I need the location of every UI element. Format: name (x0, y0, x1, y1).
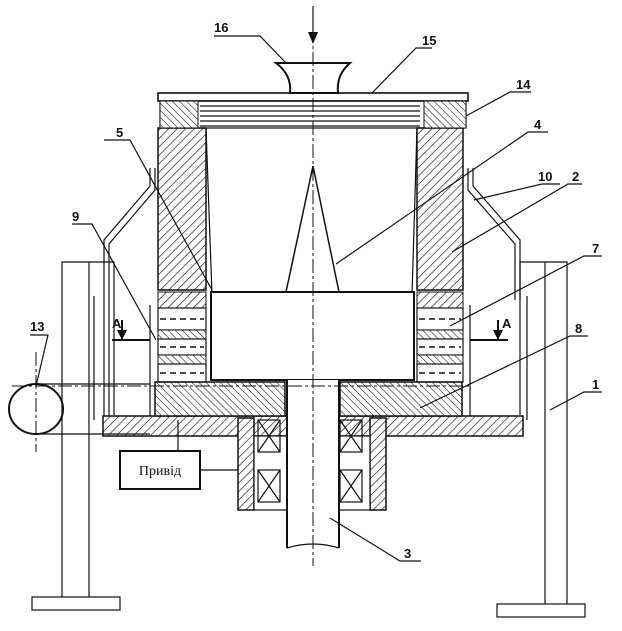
feed-inlet (273, 62, 353, 94)
section-label-left: A (112, 316, 122, 331)
frame-stand (31, 261, 586, 618)
callout-3: 3 (404, 546, 411, 561)
callout-1: 1 (592, 377, 599, 392)
bowl-wall-left (157, 127, 207, 291)
plate-stack-right (416, 291, 471, 416)
rotor-hub-right (339, 381, 463, 417)
drive-box (119, 420, 238, 490)
callout-8: 8 (575, 321, 582, 336)
callout-7: 7 (592, 241, 599, 256)
callout-5: 5 (116, 125, 123, 140)
callout-10: 10 (538, 169, 552, 184)
bearings (257, 419, 363, 503)
callout-16: 16 (214, 20, 228, 35)
drive-label: Привід (139, 464, 181, 479)
callout-15: 15 (422, 33, 436, 48)
rotor-hub-left (154, 381, 286, 417)
plate-stack-left (149, 291, 207, 416)
section-mark-right (470, 320, 508, 341)
callout-2: 2 (572, 169, 579, 184)
section-mark-left (112, 320, 150, 341)
callout-13: 13 (30, 319, 44, 334)
callout-labels: 16 15 14 4 5 10 2 9 7 13 8 1 3 (30, 20, 599, 561)
callout-9: 9 (72, 209, 79, 224)
feed-arrow-icon (308, 6, 318, 44)
callout-14: 14 (516, 77, 531, 92)
section-label-right: A (502, 316, 512, 331)
seal-rings (159, 100, 467, 129)
callout-4: 4 (534, 117, 542, 132)
bowl-wall-right (416, 127, 464, 291)
leader-lines (30, 35, 602, 562)
